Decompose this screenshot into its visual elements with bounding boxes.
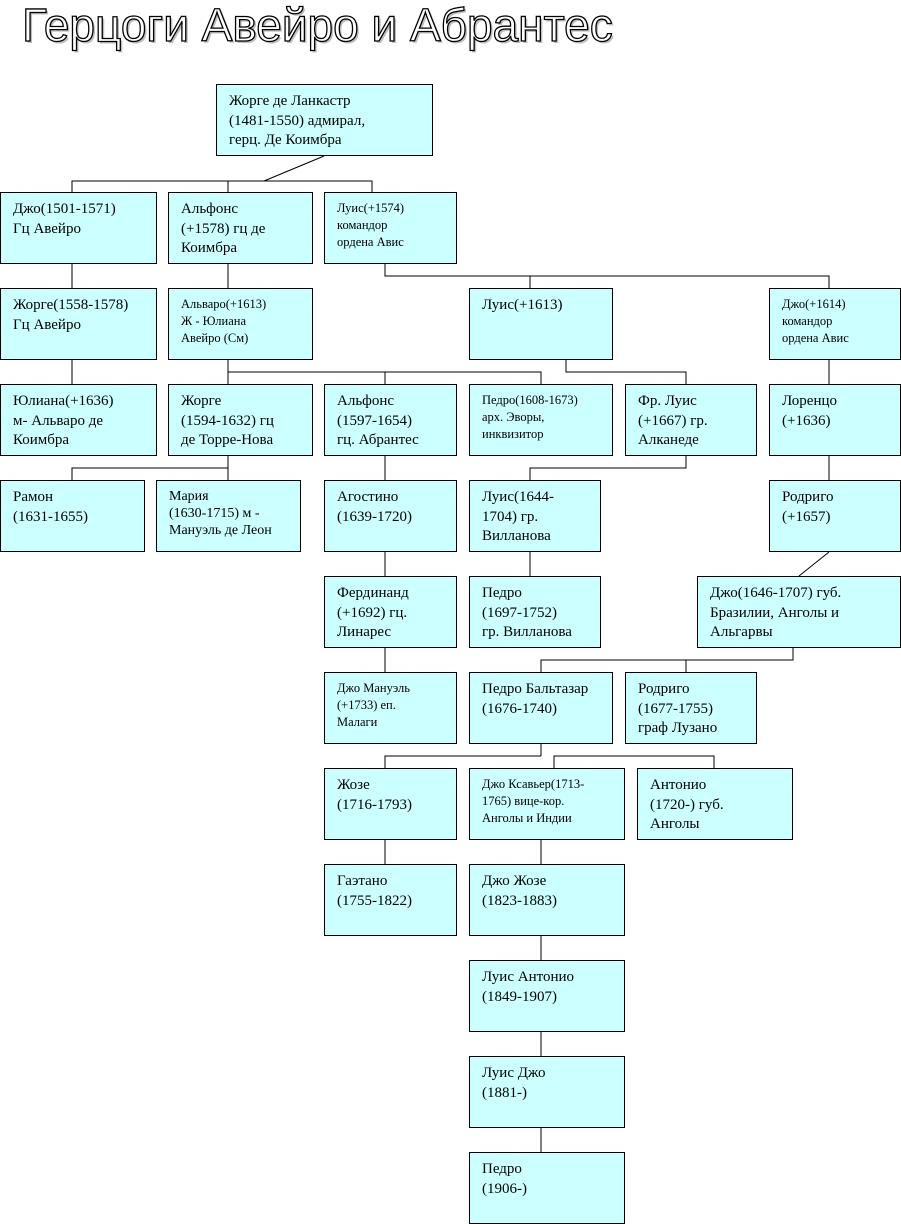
node-jorge-1594: Жорге (1594-1632) гц де Торре-Нова — [168, 384, 313, 456]
node-juliana-1636: Юлиана(+1636) м- Альваро де Коимбра — [0, 384, 157, 456]
connector-line — [384, 755, 541, 768]
connector-line — [553, 755, 715, 768]
node-jorge-1558: Жорге(1558-1578) Гц Авейро — [0, 288, 157, 360]
node-luis-1613: Луис(+1613) — [469, 288, 613, 360]
node-jo-1646: Джо(1646-1707) губ. Бразилии, Анголы и А… — [697, 576, 901, 648]
node-pedro-1697: Педро (1697-1752) гр. Вилланова — [469, 576, 601, 648]
connector-line — [384, 264, 830, 288]
node-ferdinand: Фердинанд (+1692) гц. Линарес — [324, 576, 457, 648]
connector-line — [529, 456, 687, 480]
node-jo-1501: Джо(1501-1571) Гц Авейро — [0, 192, 157, 264]
node-antonio: Антонио (1720-) губ. Анголы — [637, 768, 793, 840]
node-alfons-1597: Альфонс (1597-1654) гц. Абрантес — [324, 384, 457, 456]
node-alvaro-1613: Альваро(+1613) Ж - Юлиана Авейро (См) — [168, 288, 313, 360]
node-jo-joze: Джо Жозе (1823-1883) — [469, 864, 625, 936]
node-gaetano: Гаэтано (1755-1822) — [324, 864, 457, 936]
connector-line — [71, 180, 373, 192]
node-lorenzo: Лоренцо (+1636) — [769, 384, 901, 456]
node-luis-1644: Луис(1644- 1704) гр. Вилланова — [469, 480, 601, 552]
node-maria: Мария (1630-1715) м - Мануэль де Леон — [156, 480, 301, 552]
connector-line — [565, 360, 687, 384]
node-luis-jo: Луис Джо (1881-) — [469, 1056, 625, 1128]
connector-line — [71, 467, 229, 480]
page-title: Герцоги Авейро и Абрантес — [21, 0, 613, 51]
node-agostino: Агостино (1639-1720) — [324, 480, 457, 552]
connector-line — [540, 648, 794, 672]
node-alfons-1578: Альфонс (+1578) гц де Коимбра — [168, 192, 313, 264]
node-ramon: Рамон (1631-1655) — [0, 480, 145, 552]
node-fr-luis: Фр. Луис (+1667) гр. Алканеде — [625, 384, 757, 456]
node-pedro-baltazar: Педро Бальтазар (1676-1740) — [469, 672, 613, 744]
node-joze-1716: Жозе (1716-1793) — [324, 768, 457, 840]
node-jo-manuel: Джо Мануэль (+1733) еп. Малаги — [324, 672, 457, 744]
node-jo-xavier: Джо Ксавьер(1713- 1765) вице-кор. Анголы… — [469, 768, 625, 840]
node-pedro-1608: Педро(1608-1673) арх. Эворы, инквизитор — [469, 384, 613, 456]
node-jorge-de-lancaster: Жорге де Ланкастр (1481-1550) адмирал, г… — [216, 84, 433, 156]
node-luis-1574: Луис(+1574) командор ордена Авис — [324, 192, 457, 264]
node-rodrigo-1677: Родриго (1677-1755) граф Лузано — [625, 672, 757, 744]
node-pedro-1906: Педро (1906-) — [469, 1152, 625, 1224]
connector-line — [263, 155, 325, 182]
connector-line — [798, 551, 830, 577]
node-jo-1614: Джо(+1614) командор ордена Авис — [769, 288, 901, 360]
node-luis-antonio: Луис Антонио (1849-1907) — [469, 960, 625, 1032]
node-rodrigo-1657: Родриго (+1657) — [769, 480, 901, 552]
